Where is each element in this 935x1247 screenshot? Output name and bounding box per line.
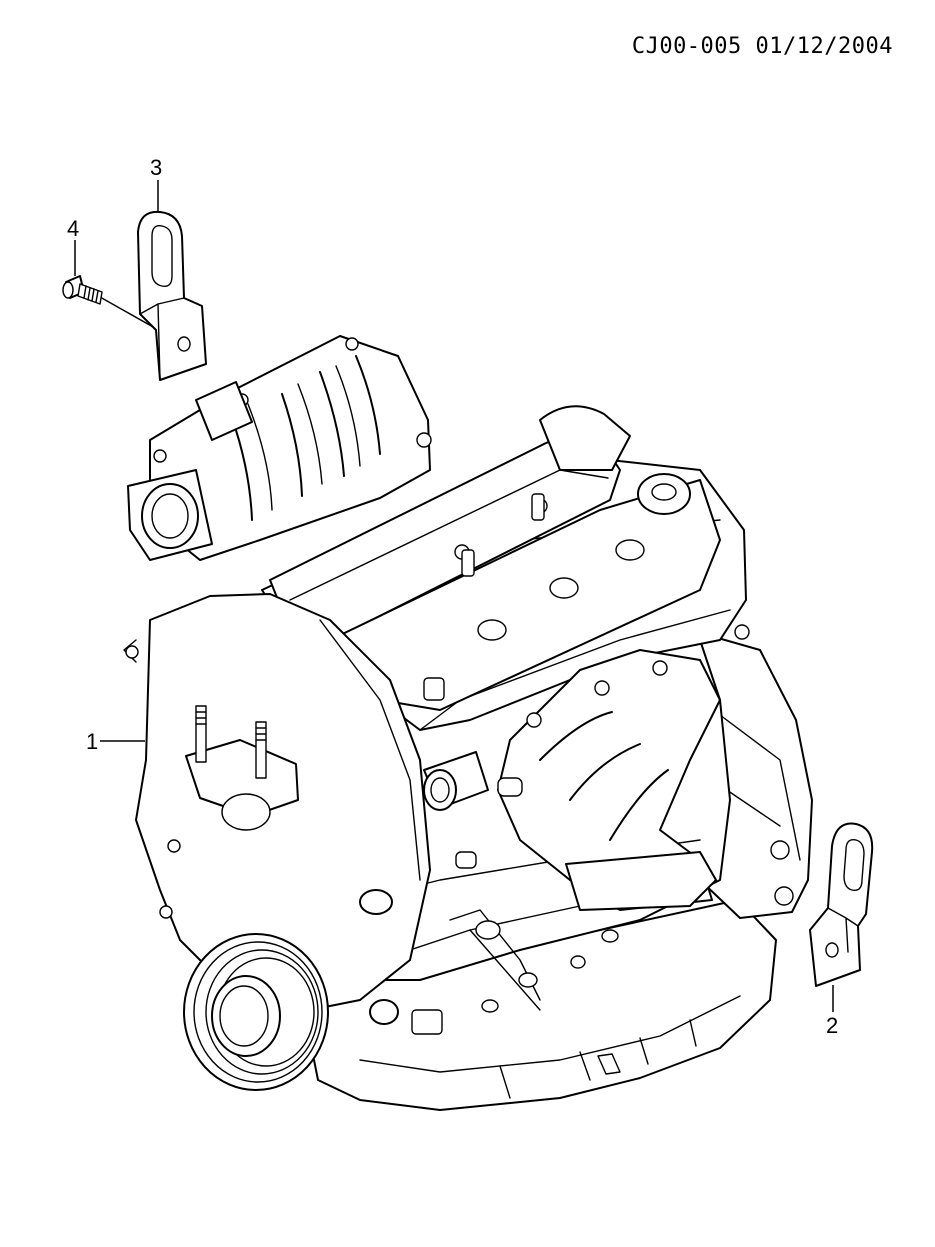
- document-code: CJ00-005 01/12/2004: [631, 34, 893, 59]
- callout-4-label: 4: [67, 216, 80, 241]
- callout-1-label: 1: [86, 729, 99, 754]
- callout-3-label: 3: [150, 155, 163, 180]
- exhaust-manifold: [497, 649, 721, 911]
- lifting-bracket-rear: [809, 822, 874, 987]
- engine-mount-bracket: [185, 739, 299, 817]
- lifting-bracket-front: [137, 210, 207, 381]
- bolt: [62, 275, 103, 305]
- engine-assembly: [123, 335, 813, 1111]
- callout-2-label: 2: [826, 1013, 839, 1038]
- crankshaft-pulley: [183, 933, 329, 1091]
